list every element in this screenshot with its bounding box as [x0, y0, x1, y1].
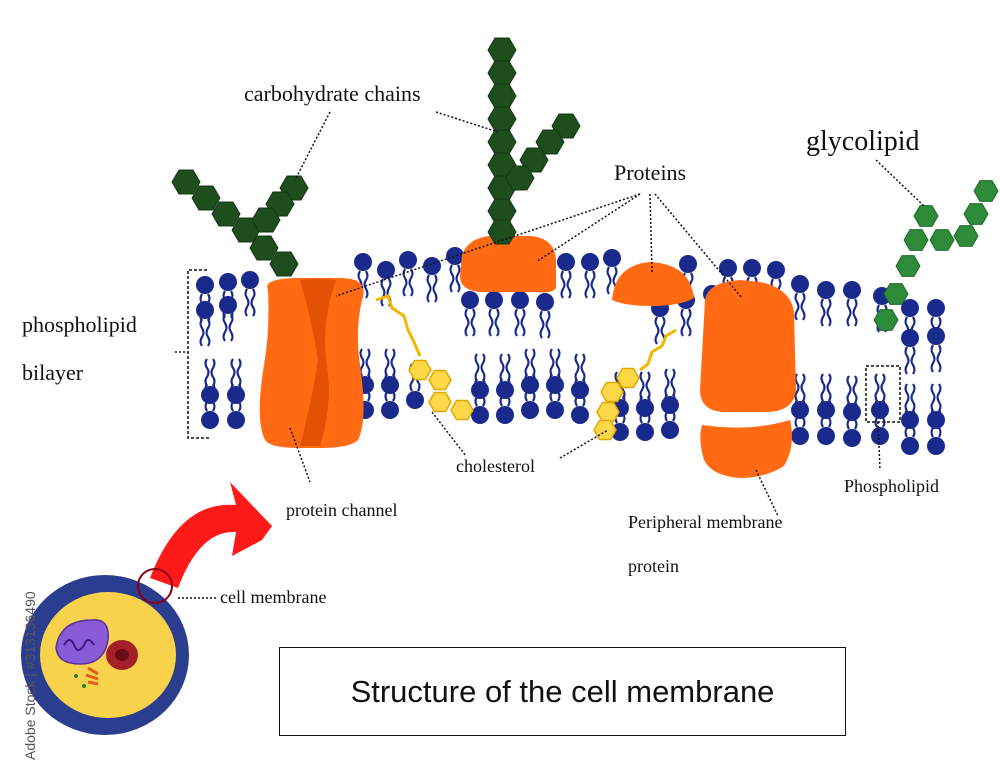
- integral-protein-right: [700, 280, 796, 412]
- peripheral-protein: [700, 420, 792, 478]
- carbohydrate-chain-center: [487, 37, 581, 245]
- zoom-arrow-icon: [150, 482, 272, 588]
- phospholipid-label: Phospholipid: [844, 476, 940, 496]
- glycolipid-label: glycolipid: [806, 126, 920, 157]
- phospholipid-box: [865, 365, 901, 423]
- leader-lines: [178, 111, 925, 599]
- proteins-label: Proteins: [614, 160, 687, 185]
- cell-membrane-label: cell membrane: [220, 587, 327, 607]
- cholesterol-label: cholesterol: [456, 456, 535, 476]
- cholesterol-right: [593, 328, 677, 441]
- cell-icon: [21, 568, 189, 735]
- protein-channel: [259, 278, 364, 448]
- carbohydrate-chain-left: [171, 169, 309, 277]
- peripheral-protein-label-line1: Peripheral membrane: [628, 512, 783, 532]
- title-box: Structure of the cell membrane: [279, 647, 846, 736]
- watermark-text: Adobe Stock | #313136490: [22, 591, 38, 760]
- stock-watermark: Adobe Stock | #313136490: [6, 530, 38, 760]
- protein-channel-label: protein channel: [286, 500, 398, 520]
- bilayer-bracket: [187, 269, 210, 439]
- cholesterol-left: [375, 294, 474, 421]
- dome-protein: [612, 262, 694, 306]
- carbohydrate-chains-label: carbohydrate chains: [244, 81, 421, 106]
- phospholipid-bilayer-label-line2: bilayer: [22, 360, 84, 385]
- top-protein: [460, 235, 556, 293]
- diagram-title: Structure of the cell membrane: [350, 673, 775, 709]
- phospholipid-bilayer-label-line1: phospholipid: [22, 312, 137, 337]
- peripheral-protein-label-line2: protein: [628, 556, 679, 576]
